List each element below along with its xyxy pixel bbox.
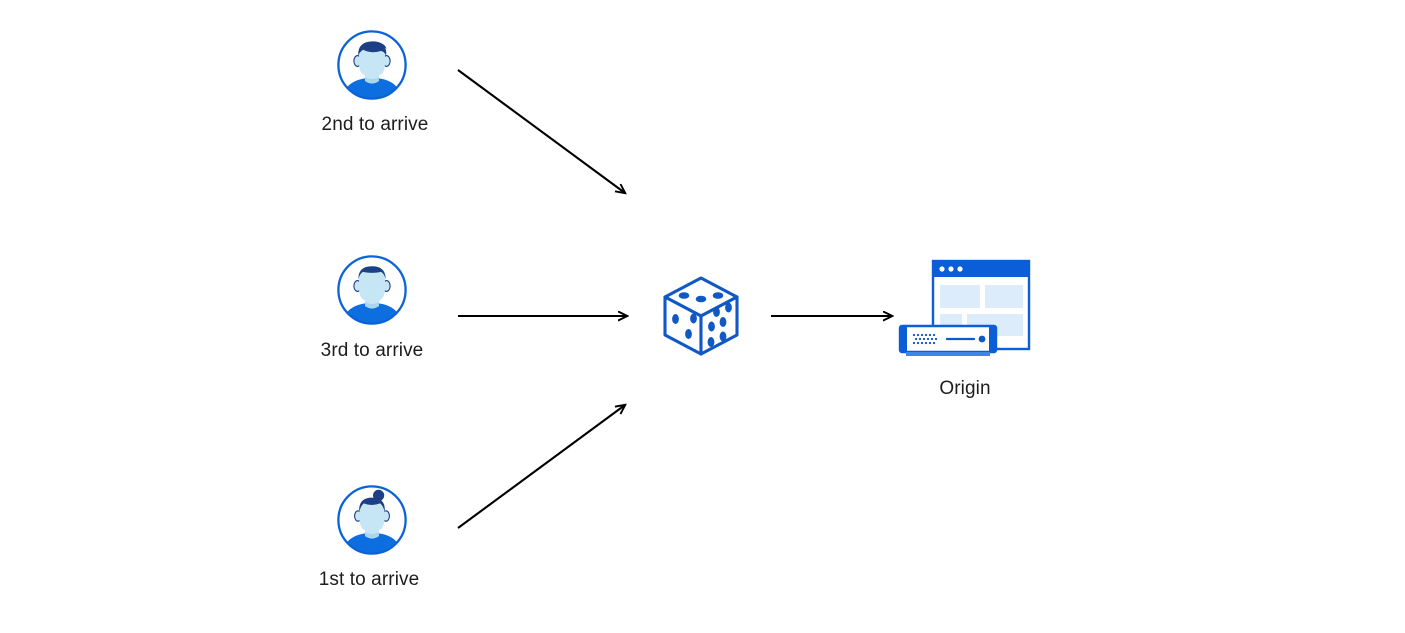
client-2nd-avatar[interactable]: [335, 28, 409, 102]
client-1st-avatar[interactable]: [335, 483, 409, 557]
client-1st-label: 1st to arrive: [318, 569, 420, 590]
origin-server-icon[interactable]: [893, 256, 1033, 366]
dice-icon[interactable]: [655, 270, 747, 362]
client-3rd-avatar[interactable]: [335, 253, 409, 327]
server-appliance: [898, 324, 998, 356]
client-3rd-label: 3rd to arrive: [320, 340, 424, 361]
arrow-1st-to-dice: [457, 405, 625, 529]
origin-server-label: Origin: [939, 378, 991, 399]
client-2nd-label: 2nd to arrive: [321, 114, 429, 135]
